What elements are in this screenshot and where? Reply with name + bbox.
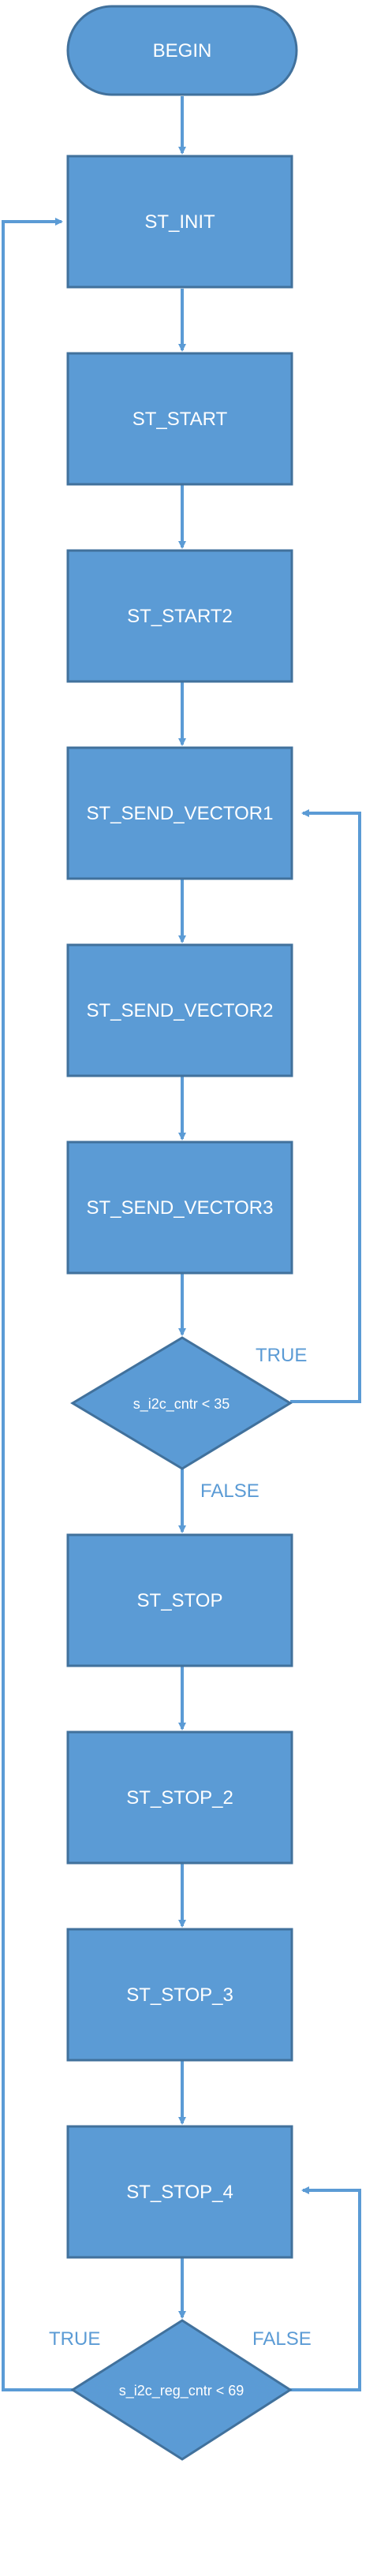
begin-label: BEGIN bbox=[153, 40, 212, 62]
decision-i2c-reg-cntr-label: s_i2c_reg_cntr < 69 bbox=[119, 2383, 244, 2399]
branch-label-true-2: TRUE bbox=[49, 2328, 100, 2350]
arrow-decision1-true-loop bbox=[290, 809, 361, 1403]
st-stop-3-node: ST_STOP_3 bbox=[66, 1928, 293, 2062]
st-send-vector2-node: ST_SEND_VECTOR2 bbox=[66, 943, 293, 1077]
st-send-vector1-node: ST_SEND_VECTOR1 bbox=[66, 746, 293, 880]
st-stop-4-label: ST_STOP_4 bbox=[126, 2182, 233, 2203]
st-init-node: ST_INIT bbox=[66, 155, 293, 289]
st-start2-node: ST_START2 bbox=[66, 549, 293, 683]
st-stop-3-label: ST_STOP_3 bbox=[126, 1984, 233, 2006]
st-stop-4-node: ST_STOP_4 bbox=[66, 2125, 293, 2259]
st-init-label: ST_INIT bbox=[144, 211, 215, 233]
st-send-vector3-label: ST_SEND_VECTOR3 bbox=[87, 1197, 274, 1219]
st-start-node: ST_START bbox=[66, 352, 293, 486]
st-start2-label: ST_START2 bbox=[127, 606, 233, 627]
decision-i2c-reg-cntr-node: s_i2c_reg_cntr < 69 bbox=[70, 2319, 293, 2461]
arrow-decision2-false-loop bbox=[290, 2186, 361, 2391]
st-stop-node: ST_STOP bbox=[66, 1533, 293, 1667]
st-stop-label: ST_STOP bbox=[137, 1590, 223, 1611]
branch-label-false-2: FALSE bbox=[252, 2328, 312, 2350]
st-start-label: ST_START bbox=[133, 409, 228, 430]
st-send-vector2-label: ST_SEND_VECTOR2 bbox=[87, 1000, 274, 1021]
decision-i2c-cntr-label: s_i2c_cntr < 35 bbox=[133, 1396, 230, 1413]
branch-label-true-1: TRUE bbox=[256, 1345, 307, 1366]
st-send-vector1-label: ST_SEND_VECTOR1 bbox=[87, 803, 274, 824]
arrow-decision2-true-loop bbox=[2, 218, 73, 2391]
begin-node: BEGIN bbox=[66, 5, 298, 96]
branch-label-false-1: FALSE bbox=[200, 1480, 259, 1502]
st-stop-2-node: ST_STOP_2 bbox=[66, 1730, 293, 1865]
connectors bbox=[2, 96, 361, 2391]
decision-i2c-cntr-node: s_i2c_cntr < 35 bbox=[70, 1336, 293, 1470]
st-stop-2-label: ST_STOP_2 bbox=[126, 1787, 233, 1809]
st-send-vector3-node: ST_SEND_VECTOR3 bbox=[66, 1141, 293, 1275]
